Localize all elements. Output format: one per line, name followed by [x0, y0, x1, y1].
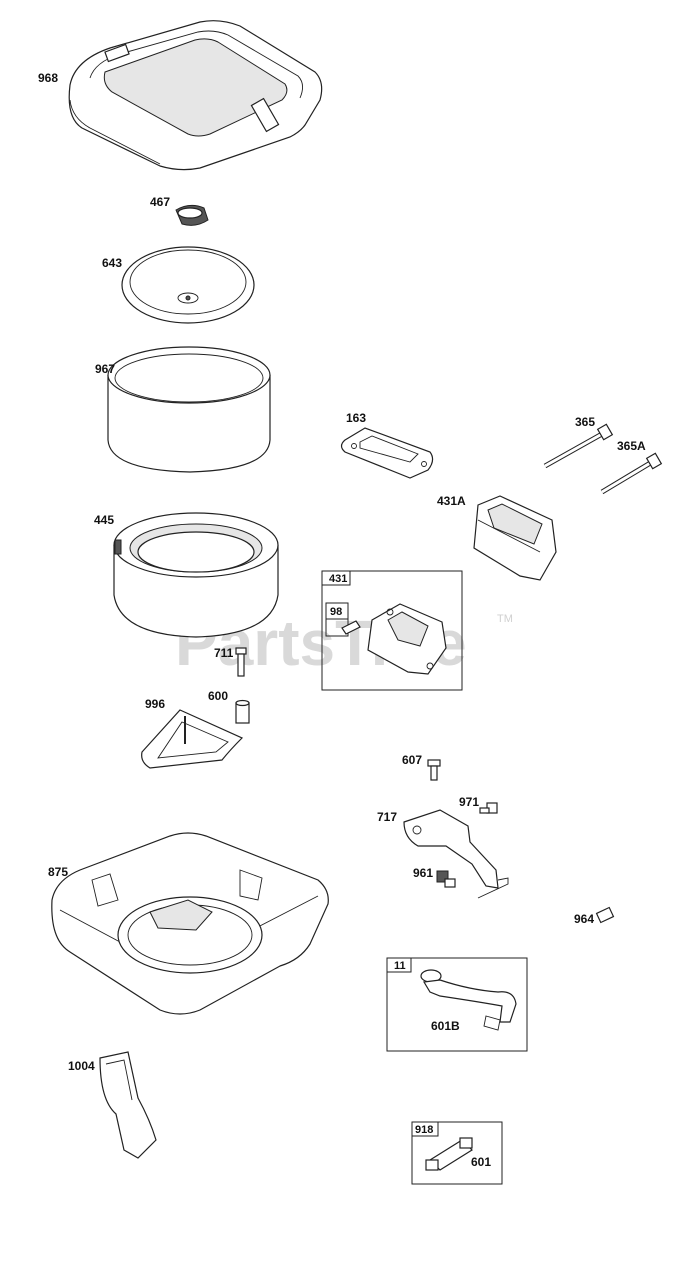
part-11-kit-box[interactable]: 11 601B: [386, 957, 528, 1052]
label-875: 875: [48, 865, 68, 879]
part-1004-duct[interactable]: 1004: [68, 1051, 157, 1159]
label-918: 918: [415, 1124, 433, 1136]
label-967: 967: [95, 362, 115, 376]
part-717-bracket[interactable]: 717: [377, 809, 509, 899]
part-467-knob[interactable]: 467: [150, 195, 209, 226]
label-600: 600: [208, 689, 228, 703]
label-163: 163: [346, 411, 366, 425]
part-918-kit-box[interactable]: 918 601: [411, 1121, 503, 1185]
label-643: 643: [102, 256, 122, 270]
part-431A-adapter[interactable]: 431A: [437, 494, 557, 581]
part-431-kit-box[interactable]: 431 98: [321, 570, 463, 691]
part-967-precleaner[interactable]: 967: [95, 346, 271, 473]
label-98: 98: [330, 606, 342, 618]
part-445-filter[interactable]: 445: [94, 512, 279, 638]
label-964: 964: [574, 912, 594, 926]
part-711-bolt[interactable]: 711: [214, 646, 247, 677]
part-996-plate[interactable]: 996: [141, 697, 244, 769]
part-968-cover[interactable]: 968: [38, 20, 323, 171]
part-163-gasket[interactable]: 163: [340, 411, 434, 479]
part-964-sleeve[interactable]: 964: [574, 906, 615, 926]
label-445: 445: [94, 513, 114, 527]
label-467: 467: [150, 195, 170, 209]
part-875-base[interactable]: 875: [48, 832, 329, 1015]
label-607: 607: [402, 753, 422, 767]
label-601: 601: [471, 1155, 491, 1169]
part-607-bolt[interactable]: 607: [402, 753, 441, 781]
part-971-bolt[interactable]: 971: [459, 795, 498, 814]
watermark-trademark: TM: [497, 613, 513, 625]
label-968: 968: [38, 71, 58, 85]
label-365A: 365A: [617, 439, 646, 453]
label-1004: 1004: [68, 1059, 95, 1073]
label-365: 365: [575, 415, 595, 429]
part-365A-bolt[interactable]: 365A: [600, 439, 663, 495]
part-600-spacer[interactable]: 600: [208, 689, 250, 724]
label-996: 996: [145, 697, 165, 711]
label-961: 961: [413, 866, 433, 880]
label-601B: 601B: [431, 1019, 460, 1033]
label-431: 431: [329, 573, 347, 585]
part-365-bolt[interactable]: 365: [543, 415, 614, 469]
part-961-bolt[interactable]: 961: [413, 866, 456, 888]
label-717: 717: [377, 810, 397, 824]
label-431A: 431A: [437, 494, 466, 508]
label-971: 971: [459, 795, 479, 809]
label-711: 711: [214, 646, 234, 660]
part-643-plate[interactable]: 643: [102, 246, 255, 324]
label-11: 11: [394, 960, 406, 972]
